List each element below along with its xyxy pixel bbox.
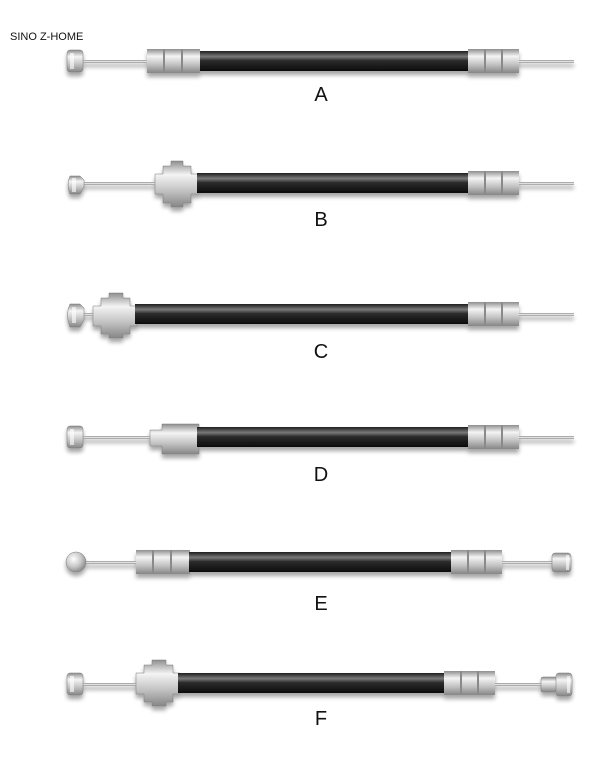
plain-ferrule-left [149,423,200,455]
stepped-ferrule-left [135,659,181,707]
ferrule-right [468,49,519,73]
inner-wire [518,182,574,185]
barrel-nipple-end-icon [551,552,572,573]
inner-wire [82,60,148,63]
ferrule-right [451,550,502,574]
ferrule-right [468,171,519,195]
inner-wire [518,313,574,316]
inner-wire [518,436,574,439]
cable-label-d: D [314,464,328,486]
cable-housing [135,304,468,324]
ferrule-right [468,302,519,326]
cable-housing [197,173,468,193]
cable-a [66,49,574,73]
cable-e [65,550,572,574]
ferrule-right [444,671,495,695]
ferrule-right [468,425,519,449]
cable-d [66,423,574,455]
cable-housing [200,51,468,71]
inner-wire [82,436,150,439]
ball-end-icon [65,551,87,573]
inner-wire [495,683,543,686]
inner-wire [502,561,554,564]
cable-label-e: E [314,593,327,615]
inner-wire [518,60,574,63]
cable-housing [197,427,468,447]
cable-f [66,659,573,707]
pear-end-icon [67,175,85,195]
barrel-end-icon [66,672,84,696]
brand-watermark: SINO Z-HOME [10,31,84,43]
cable-label-f: F [315,708,327,730]
cable-b [67,160,574,208]
cable-label-c: C [314,341,328,363]
ferrule-left [147,49,200,73]
barrel-end-icon [66,49,84,73]
cable-housing [189,552,452,572]
stepped-ferrule-left [92,292,138,339]
cable-housing [178,673,444,693]
cable-label-a: A [314,84,328,106]
stepped-ferrule-left [154,160,200,208]
ferrule-left [136,550,190,574]
inner-wire [82,182,158,185]
inner-wire [82,683,140,686]
pear-end-icon [67,303,85,328]
inner-wire [84,561,138,564]
barrel-end-icon [66,425,84,449]
cable-c [67,292,574,339]
inner-wire [82,313,98,316]
double-nipple-end-icon [540,672,573,697]
cable-label-b: B [314,209,327,231]
